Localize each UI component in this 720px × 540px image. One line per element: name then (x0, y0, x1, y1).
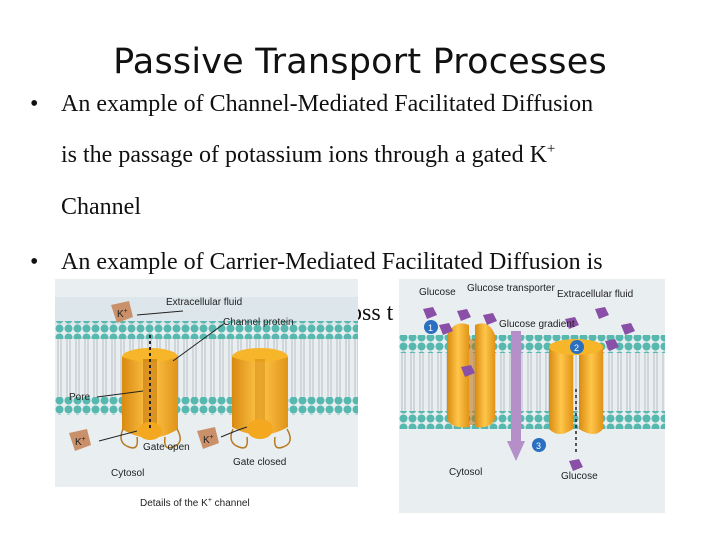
label-gate-open: Gate open (143, 442, 190, 453)
glucose-transporter-open-out (447, 323, 495, 428)
glucose-transporter-figure: 1 2 3 Glucose Glucose transporter Glucos… (399, 279, 665, 513)
open-channel-protein (120, 335, 181, 449)
k-ion-top: K+ (111, 301, 133, 323)
closed-channel-protein (230, 348, 291, 449)
svg-text:K+: K+ (203, 434, 214, 446)
svg-text:3: 3 (536, 441, 541, 451)
label-extracellular: Extracellular fluid (166, 297, 242, 308)
glucose-gradient-arrow (507, 331, 525, 461)
label-gate-closed: Gate closed (233, 457, 286, 468)
svg-text:K+: K+ (117, 308, 128, 320)
label-channel-protein: Channel protein (223, 317, 294, 328)
svg-text:K+: K+ (75, 436, 86, 448)
bullet-1-line-1: An example of Channel-Mediated Facilitat… (61, 91, 594, 117)
label-extracellular-right: Extracellular fluid (557, 289, 633, 300)
bullet-1-line-2: is the passage of potassium ions through… (61, 141, 556, 169)
glucose-transporter-open-in (549, 339, 603, 434)
k-ion-right: K+ (197, 427, 219, 449)
k-channel-caption: Details of the K+ channel (140, 497, 250, 509)
bullet-marker-2: • (30, 249, 39, 275)
svg-text:1: 1 (428, 323, 433, 333)
k-superscript: + (546, 141, 556, 157)
membrane-tails (55, 339, 358, 397)
step-badge-1: 1 (424, 320, 438, 334)
glucose-molecules (423, 307, 635, 471)
label-cytosol-right: Cytosol (449, 467, 482, 478)
label-cytosol: Cytosol (111, 468, 144, 479)
step-badge-2: 2 (570, 340, 584, 354)
bullet-marker-1: • (30, 91, 39, 117)
page-title: Passive Transport Processes (113, 42, 607, 82)
bullet-2-line-1: An example of Carrier-Mediated Facilitat… (61, 249, 603, 275)
k-ion-bottom: K+ (69, 429, 91, 451)
label-glucose-bottom: Glucose (561, 471, 598, 482)
step-badge-3: 3 (532, 438, 546, 452)
bullet-1-line-3: Channel (61, 194, 141, 220)
label-glucose-transporter: Glucose transporter (467, 283, 555, 294)
k-channel-figure: K+ K+ K+ Extracellular fluid Channel pro… (55, 279, 358, 487)
label-glucose-top: Glucose (419, 287, 456, 298)
svg-text:2: 2 (574, 343, 579, 353)
label-glucose-gradient: Glucose gradient (499, 319, 575, 330)
membrane-bottom-heads (55, 397, 358, 415)
label-pore: Pore (69, 392, 91, 403)
membrane-top-heads (55, 321, 358, 339)
